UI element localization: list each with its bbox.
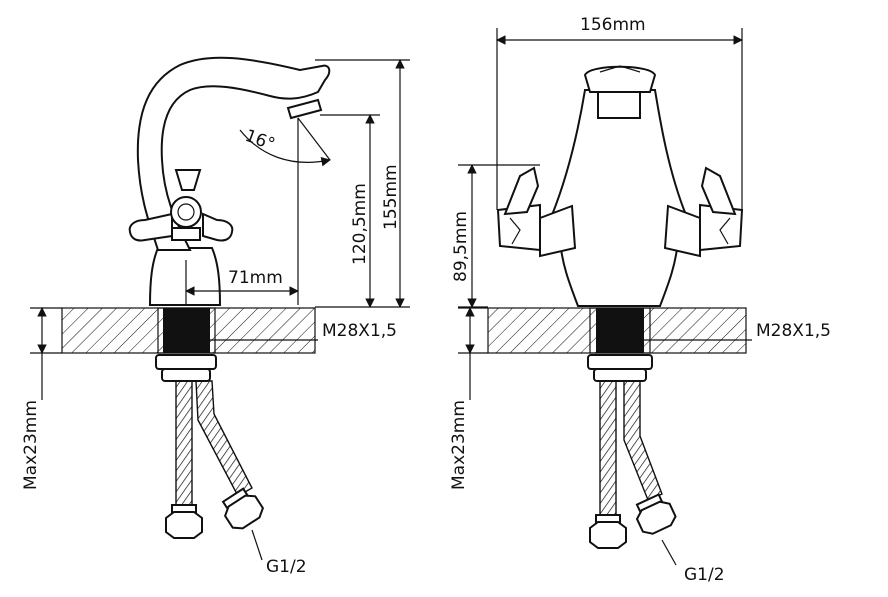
- aerator-left: [286, 98, 323, 120]
- connection-label-right: G1/2: [684, 565, 725, 585]
- thread-label-right: M28X1,5: [756, 321, 831, 341]
- spout-height-label: 120,5mm: [350, 183, 370, 265]
- hose-right-2: [623, 380, 663, 501]
- faucet-body-left: [148, 247, 222, 306]
- hose-left-1: [175, 380, 193, 511]
- spout-reach-label: 71mm: [228, 268, 283, 288]
- cross-handle-left: [128, 169, 234, 242]
- total-height-label: 155mm: [381, 164, 401, 230]
- hose-fitting-left-2: [221, 487, 265, 530]
- left-view: 155mm 120,5mm 71mm 16° M28X1,5 Max23mm G…: [21, 56, 410, 577]
- max-thickness-label-left: Max23mm: [21, 400, 41, 490]
- hose-right-1: [599, 380, 617, 521]
- angle-label: 16°: [242, 126, 277, 155]
- lever-left-right-view: [496, 166, 577, 258]
- shank-left: [163, 308, 210, 353]
- hose-fitting-right-2: [635, 493, 677, 535]
- connection-label-left: G1/2: [266, 557, 307, 577]
- shank-right: [596, 308, 644, 353]
- lever-right-right-view: [663, 166, 744, 258]
- right-view: 156mm 89,5mm M28X1,5 Max23mm G1/2: [449, 15, 831, 585]
- hose-left-2: [195, 380, 253, 497]
- max-thickness-label-right: Max23mm: [449, 400, 469, 490]
- hose-fitting-left-1: [165, 504, 203, 539]
- nut-left: [155, 354, 217, 370]
- top-cap-right: [583, 65, 657, 93]
- hose-fitting-right-1: [589, 514, 627, 549]
- nut-right: [587, 354, 653, 370]
- handle-height-label: 89,5mm: [451, 211, 471, 282]
- width-label: 156mm: [580, 15, 646, 35]
- faucet-body-right: [550, 89, 688, 307]
- thread-label-left: M28X1,5: [322, 321, 397, 341]
